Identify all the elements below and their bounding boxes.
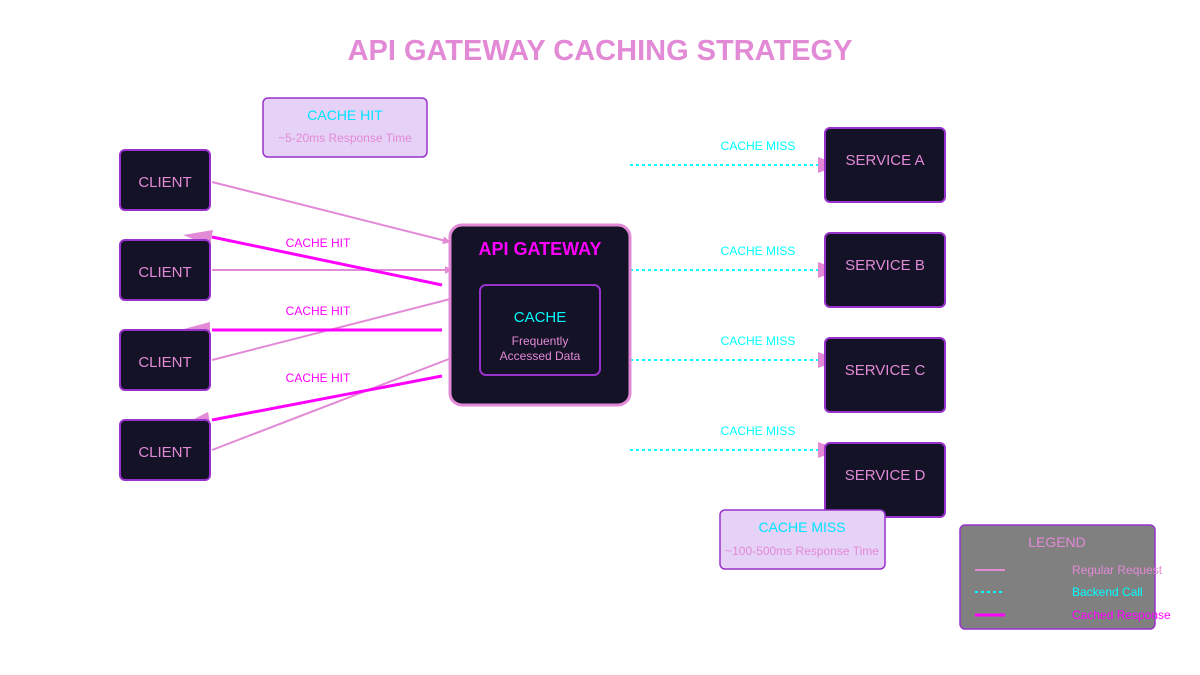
client-node-label: CLIENT xyxy=(138,174,191,191)
edge-labels: CACHE HIT CACHE HIT CACHE HIT CACHE MISS… xyxy=(286,139,796,438)
client-node-label: CLIENT xyxy=(138,264,191,281)
legend: LEGEND Regular Request Backend Call Cach… xyxy=(959,524,1171,630)
cache-sublabel-line2: Accessed Data xyxy=(500,349,581,363)
cached-response-edges xyxy=(180,230,443,429)
service-node-label: SERVICE C xyxy=(845,362,926,379)
api-gateway-label: API GATEWAY xyxy=(478,239,601,259)
service-node-label: SERVICE D xyxy=(845,467,926,484)
cached-response-edge-client-2 xyxy=(211,235,443,287)
page-title: API GATEWAY CACHING STRATEGY xyxy=(348,35,853,67)
client-node[interactable]: CLIENT xyxy=(119,329,211,391)
cache-label: CACHE xyxy=(514,309,567,326)
legend-title: LEGEND xyxy=(1028,534,1086,550)
api-gateway-node[interactable]: API GATEWAY CACHE Frequently Accessed Da… xyxy=(448,223,632,407)
request-edges xyxy=(211,181,463,451)
legend-regular-request-label: Regular Request xyxy=(1072,563,1163,577)
request-edge-client-1 xyxy=(211,181,451,245)
request-edge-client-4 xyxy=(211,352,463,451)
cached-response-edge-client-4 xyxy=(211,374,443,422)
cache-node[interactable]: CACHE Frequently Accessed Data xyxy=(479,284,601,376)
service-node-c[interactable]: SERVICE C xyxy=(824,337,946,413)
cache-miss-info-title: CACHE MISS xyxy=(758,519,845,535)
cache-miss-edge-label: CACHE MISS xyxy=(721,424,796,438)
backend-call-edges xyxy=(630,157,840,458)
service-node-b[interactable]: SERVICE B xyxy=(824,232,946,308)
client-node[interactable]: CLIENT xyxy=(119,239,211,301)
legend-cached-response-label: Cached Response xyxy=(1072,608,1171,622)
service-node-d[interactable]: SERVICE D xyxy=(824,442,946,518)
legend-backend-call-label: Backend Call xyxy=(1072,585,1143,599)
service-node-label: SERVICE B xyxy=(845,257,925,274)
client-node-label: CLIENT xyxy=(138,444,191,461)
service-nodes: SERVICE A SERVICE B SERVICE C SERVICE D xyxy=(824,127,946,518)
cache-miss-info-subtitle: ~100-500ms Response Time xyxy=(725,544,879,558)
client-node[interactable]: CLIENT xyxy=(119,419,211,481)
cache-sublabel-line1: Frequently xyxy=(512,334,569,348)
cache-hit-edge-label: CACHE HIT xyxy=(286,371,351,385)
cache-miss-edge-label: CACHE MISS xyxy=(721,334,796,348)
cache-hit-edge-label: CACHE HIT xyxy=(286,236,351,250)
cache-hit-edge-label: CACHE HIT xyxy=(286,304,351,318)
cache-hit-info-subtitle: ~5-20ms Response Time xyxy=(278,131,412,145)
request-edge-client-3 xyxy=(211,293,463,361)
cache-miss-edge-label: CACHE MISS xyxy=(721,244,796,258)
client-node-label: CLIENT xyxy=(138,354,191,371)
cache-miss-edge-label: CACHE MISS xyxy=(721,139,796,153)
service-node-label: SERVICE A xyxy=(846,152,925,169)
cache-hit-info-title: CACHE HIT xyxy=(307,107,383,123)
cache-miss-info-box: CACHE MISS ~100-500ms Response Time xyxy=(719,509,886,570)
client-nodes: CLIENT CLIENT CLIENT CLIENT xyxy=(119,149,211,481)
cache-hit-info-box: CACHE HIT ~5-20ms Response Time xyxy=(262,97,428,158)
client-node[interactable]: CLIENT xyxy=(119,149,211,211)
service-node-a[interactable]: SERVICE A xyxy=(824,127,946,203)
